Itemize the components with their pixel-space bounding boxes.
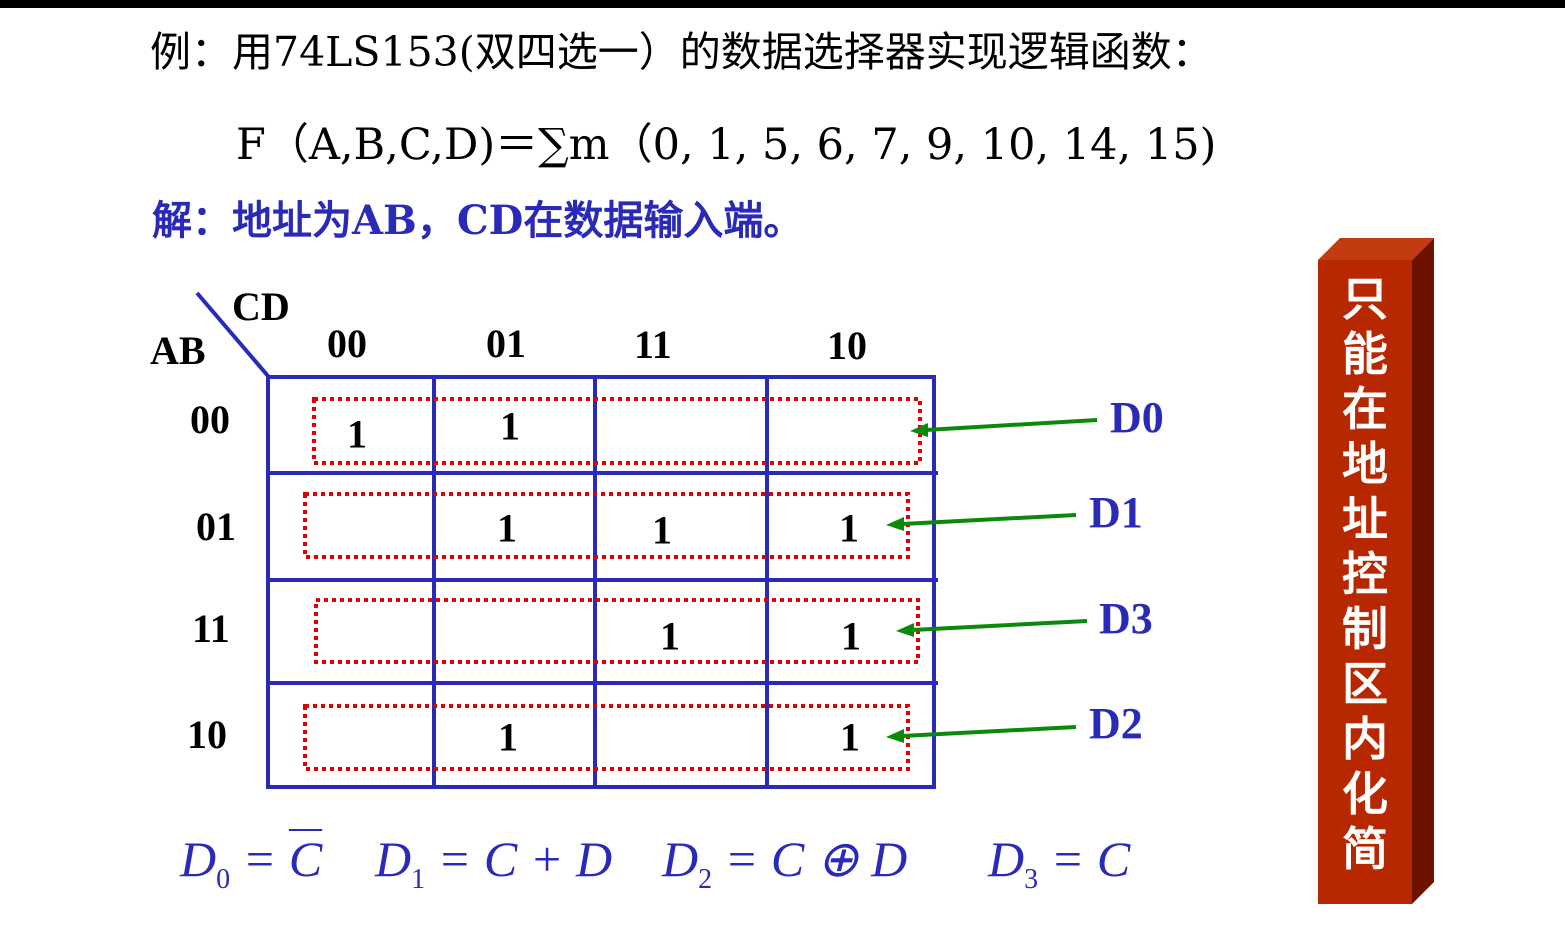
kmap-cell-r0-c1: 1	[500, 403, 520, 449]
equation-d1-lhs: D	[375, 831, 412, 887]
equation-d1-rhs: C + D	[483, 831, 613, 887]
equation-d0-rhs: C	[288, 831, 323, 887]
equation-d1-sub: 1	[411, 864, 426, 895]
banner-char: 简	[1342, 822, 1388, 876]
arrow-d3	[896, 619, 1088, 637]
equation-d3-rhs: C	[1096, 831, 1131, 887]
banner-char: 地	[1342, 437, 1388, 491]
kmap-cell-r1-c1: 1	[497, 505, 517, 551]
col-label-10: 10	[827, 323, 867, 368]
kmap-cell-r0-c0: 1	[347, 411, 367, 457]
banner-text: 只 能 在 地 址 控 制 区 内 化 简	[1318, 272, 1412, 877]
kmap-cell-r1-c2: 1	[652, 507, 672, 553]
banner-char: 制	[1342, 602, 1388, 656]
equation-d0: D0 = C	[180, 831, 323, 895]
row-label-10: 10	[187, 712, 227, 757]
equation-d2-sub: 2	[698, 864, 713, 895]
banner-char: 内	[1342, 712, 1388, 766]
arrow-d2	[886, 725, 1077, 743]
group-label-d3: D3	[1099, 594, 1153, 643]
banner-side-face	[1412, 238, 1434, 904]
group-box-d1	[303, 492, 910, 559]
row-label-00: 00	[190, 397, 230, 442]
group-label-d2: D2	[1089, 699, 1143, 748]
col-label-11: 11	[634, 322, 672, 367]
top-border	[0, 0, 1565, 8]
equation-d2: D2 = C ⊕ D	[662, 831, 908, 895]
banner-char: 控	[1342, 547, 1388, 601]
kmap-cell-r3-c3: 1	[840, 714, 860, 760]
equation-d0-lhs: D	[180, 831, 217, 887]
col-label-01: 01	[486, 321, 526, 366]
solution-text: 解：地址为AB，CD在数据输入端。	[152, 197, 804, 244]
group-box-d3	[314, 598, 920, 664]
function-formula: F（A,B,C,D)＝∑m（0, 1, 5, 6, 7, 9, 10, 14, …	[236, 120, 1217, 170]
group-box-d0	[312, 397, 922, 465]
banner-char: 只	[1342, 272, 1388, 326]
arrow-d1	[886, 513, 1077, 531]
equation-d3-lhs: D	[988, 831, 1025, 887]
group-label-d1: D1	[1089, 488, 1143, 537]
col-label-00: 00	[327, 321, 367, 366]
problem-title: 例：用74LS153(双四选一）的数据选择器实现逻辑函数：	[150, 28, 1213, 76]
equation-d1: D1 = C + D	[375, 831, 613, 895]
kmap-cell-r1-c3: 1	[839, 505, 859, 551]
banner	[1318, 260, 1412, 904]
banner-char: 在	[1342, 382, 1388, 436]
equation-d2-lhs: D	[662, 831, 699, 887]
equation-d3: D3 = C	[988, 831, 1131, 895]
kmap-cell-r2-c2: 1	[660, 613, 680, 659]
banner-char: 址	[1342, 492, 1388, 546]
row-label-11: 11	[192, 606, 230, 651]
kmap-diagonal	[195, 291, 270, 378]
group-label-d0: D0	[1110, 393, 1164, 442]
equation-d0-sub: 0	[216, 864, 231, 895]
arrow-d0	[910, 418, 1098, 437]
banner-char: 能	[1342, 327, 1388, 381]
banner-char: 区	[1342, 657, 1388, 711]
group-box-d2	[303, 704, 910, 771]
col-variable-label: CD	[232, 284, 290, 329]
equation-d3-sub: 3	[1024, 864, 1039, 895]
row-label-01: 01	[196, 504, 236, 549]
banner-top-face	[1318, 238, 1434, 260]
banner-char: 化	[1342, 767, 1388, 821]
kmap-cell-r2-c3: 1	[841, 613, 861, 659]
kmap-cell-r3-c1: 1	[498, 714, 518, 760]
equation-d2-rhs: C ⊕ D	[770, 831, 908, 887]
row-variable-label: AB	[150, 328, 206, 373]
